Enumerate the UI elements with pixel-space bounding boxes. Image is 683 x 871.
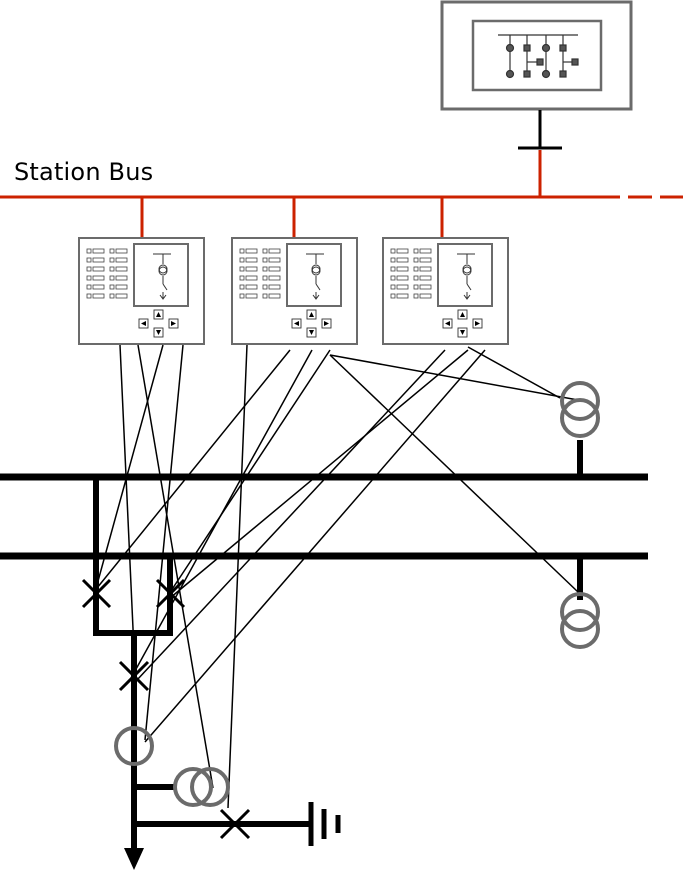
circuit-breaker-icon <box>219 808 251 840</box>
ied-panel-1 <box>78 237 205 345</box>
arrow-down-icon <box>124 848 144 870</box>
bay-primary-circuit <box>93 440 583 850</box>
station-bus-label: Station Bus <box>14 158 154 186</box>
ied-panel-icon <box>382 237 509 345</box>
current-transformer-icon <box>114 726 154 766</box>
circuit-breaker-icon <box>81 578 112 609</box>
station-bus <box>0 150 683 238</box>
busbar-transformer-icon <box>560 381 600 438</box>
busbars <box>0 473 648 560</box>
ied-panel-icon <box>78 237 205 345</box>
circuit-breaker-icon <box>155 578 186 609</box>
voltage-transformer-icon <box>173 767 230 807</box>
ied-panel-2 <box>231 237 358 345</box>
ied-panel-icon <box>231 237 358 345</box>
hmi-screen-icon <box>498 34 579 79</box>
ground-icon <box>308 802 341 846</box>
hmi-workstation <box>440 0 633 150</box>
circuit-breaker-icon <box>118 660 150 692</box>
ied-panel-3 <box>382 237 509 345</box>
busbar-transformer-icon <box>560 592 600 649</box>
signal-wires <box>94 344 579 809</box>
